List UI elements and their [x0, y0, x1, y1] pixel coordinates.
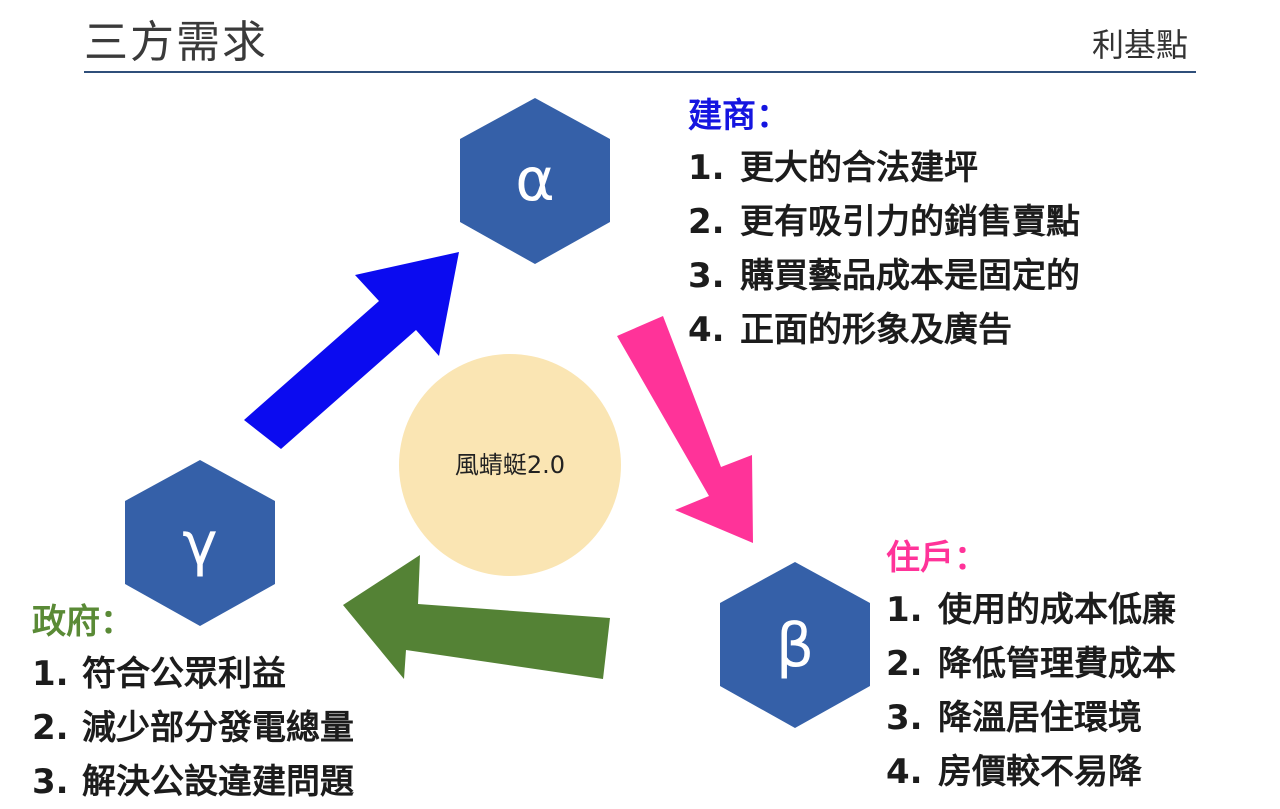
hexagon-alpha-symbol: α: [515, 145, 555, 215]
arrow-gamma-to-alpha: [244, 252, 459, 449]
arrow-alpha-to-beta: [617, 316, 753, 543]
list-item: 3.降溫居住環境: [886, 698, 1142, 738]
hexagon-gamma: [125, 460, 275, 626]
list-item: 3.購買藝品成本是固定的: [688, 256, 1080, 296]
government-needs: 政府： 1.符合公眾利益 2.減少部分發電總量 3.解決公設違建問題: [32, 594, 354, 809]
hexagon-beta-symbol: β: [776, 611, 814, 681]
center-label: 風蜻蜓2.0: [455, 451, 565, 479]
list-item: 1.符合公眾利益: [32, 654, 286, 694]
center-circle: [399, 354, 621, 576]
brand-label: 利基點: [1091, 26, 1188, 64]
list-item: 3.解決公設違建問題: [32, 762, 354, 802]
page-title: 三方需求: [84, 17, 268, 68]
list-item: 2.降低管理費成本: [886, 644, 1176, 684]
list-item: 1.使用的成本低廉: [886, 590, 1176, 630]
list-item: 4.房價較不易降: [886, 752, 1142, 792]
list-item: 4.正面的形象及廣告: [688, 310, 1012, 350]
title-divider: [84, 71, 1196, 73]
builder-heading: 建商：: [688, 96, 790, 136]
resident-heading: 住戶：: [886, 538, 988, 578]
hexagon-gamma-symbol: γ: [182, 509, 218, 579]
list-item: 2.減少部分發電總量: [32, 708, 354, 748]
resident-needs: 住戶： 1.使用的成本低廉 2.降低管理費成本 3.降溫居住環境 4.房價較不易…: [886, 530, 1176, 799]
hexagon-beta: [720, 562, 870, 728]
hexagon-alpha: [460, 98, 610, 264]
government-heading: 政府：: [32, 602, 134, 642]
builder-needs: 建商： 1.更大的合法建坪 2.更有吸引力的銷售賣點 3.購買藝品成本是固定的 …: [688, 88, 1080, 357]
list-item: 2.更有吸引力的銷售賣點: [688, 202, 1080, 242]
list-item: 1.更大的合法建坪: [688, 148, 978, 188]
arrow-beta-to-gamma: [343, 555, 610, 679]
